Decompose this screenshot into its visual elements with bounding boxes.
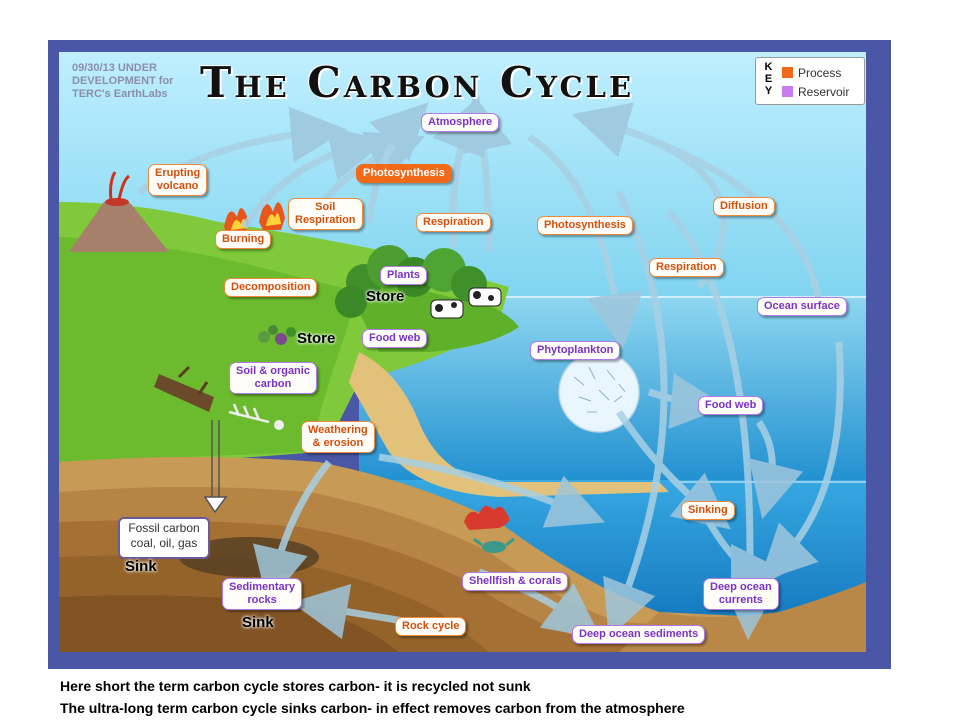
label-line: Sedimentary (229, 581, 296, 593)
label-line: Soil (315, 201, 336, 213)
annotation-store-plants: Store (366, 288, 405, 305)
reservoir-deep-ocean-sediments: Deep ocean sediments (572, 625, 706, 644)
key-letters: K E Y (764, 61, 773, 97)
label-line: Deep ocean (710, 581, 772, 593)
cows (430, 287, 502, 319)
dev-note-line: 09/30/13 UNDER (72, 62, 157, 74)
process-rock-cycle: Rock cycle (395, 617, 467, 636)
label-line: carbon (254, 378, 292, 390)
shellfish-coral (464, 505, 515, 553)
key-letter: Y (764, 85, 773, 97)
decomposing-matter (258, 325, 296, 345)
process-swatch (782, 67, 793, 78)
process-weathering-erosion: Weathering & erosion (301, 421, 375, 453)
reservoir-swatch (782, 86, 793, 97)
dev-note-line: TERC's EarthLabs (72, 88, 168, 100)
annotation-store-soil: Store (297, 330, 336, 347)
label-line: volcano (156, 180, 199, 192)
flow-arrows (136, 94, 844, 640)
reservoir-food-web-ocean: Food web (698, 396, 764, 415)
fossil-down-arrow (203, 420, 228, 514)
volcano (69, 199, 169, 252)
process-burning: Burning (215, 230, 272, 249)
label-line: Weathering (308, 424, 368, 436)
process-photosynthesis-land: Photosynthesis (356, 164, 452, 183)
diagram-title: The Carbon Cycle (200, 58, 635, 107)
label-line: Soil & organic (236, 365, 310, 377)
label-line: rocks (247, 594, 277, 606)
reservoir-phytoplankton: Phytoplankton (530, 341, 621, 360)
process-sinking: Sinking (681, 501, 735, 520)
process-erupting-volcano: Erupting volcano (148, 164, 208, 196)
process-soil-respiration: Soil Respiration (288, 198, 363, 230)
key-letter: E (764, 73, 773, 85)
process-photosynthesis-ocean: Photosynthesis (537, 216, 633, 235)
reservoir-deep-ocean-currents: Deep ocean currents (703, 578, 779, 610)
legend-process: Process (798, 66, 842, 80)
label-line: & erosion (312, 437, 364, 449)
caption-line-1: Here short the term carbon cycle stores … (60, 678, 531, 694)
annotation-sink-sedimentary: Sink (242, 614, 274, 631)
label-line: Erupting (155, 167, 201, 179)
reservoir-soil-organic-carbon: Soil & organic carbon (229, 362, 317, 394)
process-decomposition: Decomposition (224, 278, 318, 297)
label-line: coal, oil, gas (130, 536, 198, 550)
process-diffusion: Diffusion (713, 197, 775, 216)
log-skeleton (154, 365, 284, 430)
reservoir-ocean-surface: Ocean surface (757, 297, 847, 316)
process-respiration-land: Respiration (416, 213, 491, 232)
reservoir-shellfish-corals: Shellfish & corals (462, 572, 569, 591)
label-line: Respiration (295, 214, 356, 226)
annotation-sink-fossil: Sink (125, 558, 157, 575)
label-line: currents (718, 594, 763, 606)
fire-burning (224, 202, 285, 234)
carbon-cycle-scene (59, 52, 866, 652)
dev-note-line: DEVELOPMENT for (72, 75, 174, 87)
legend-key: K E Y Process Reservoir (755, 57, 865, 105)
legend-reservoir: Reservoir (798, 85, 850, 99)
caption-line-2: The ultra-long term carbon cycle sinks c… (60, 700, 685, 716)
label-line: Fossil carbon (128, 521, 200, 535)
reservoir-food-web-land: Food web (362, 329, 428, 348)
development-note: 09/30/13 UNDER DEVELOPMENT for TERC's Ea… (72, 62, 173, 101)
reservoir-plants: Plants (380, 266, 428, 285)
process-respiration-ocean: Respiration (649, 258, 724, 277)
reservoir-sedimentary-rocks: Sedimentary rocks (222, 578, 303, 610)
reservoir-atmosphere: Atmosphere (421, 113, 500, 132)
key-letter: K (764, 61, 773, 73)
scene-illustration (59, 52, 866, 652)
fossil-carbon-box: Fossil carbon coal, oil, gas (118, 517, 210, 559)
